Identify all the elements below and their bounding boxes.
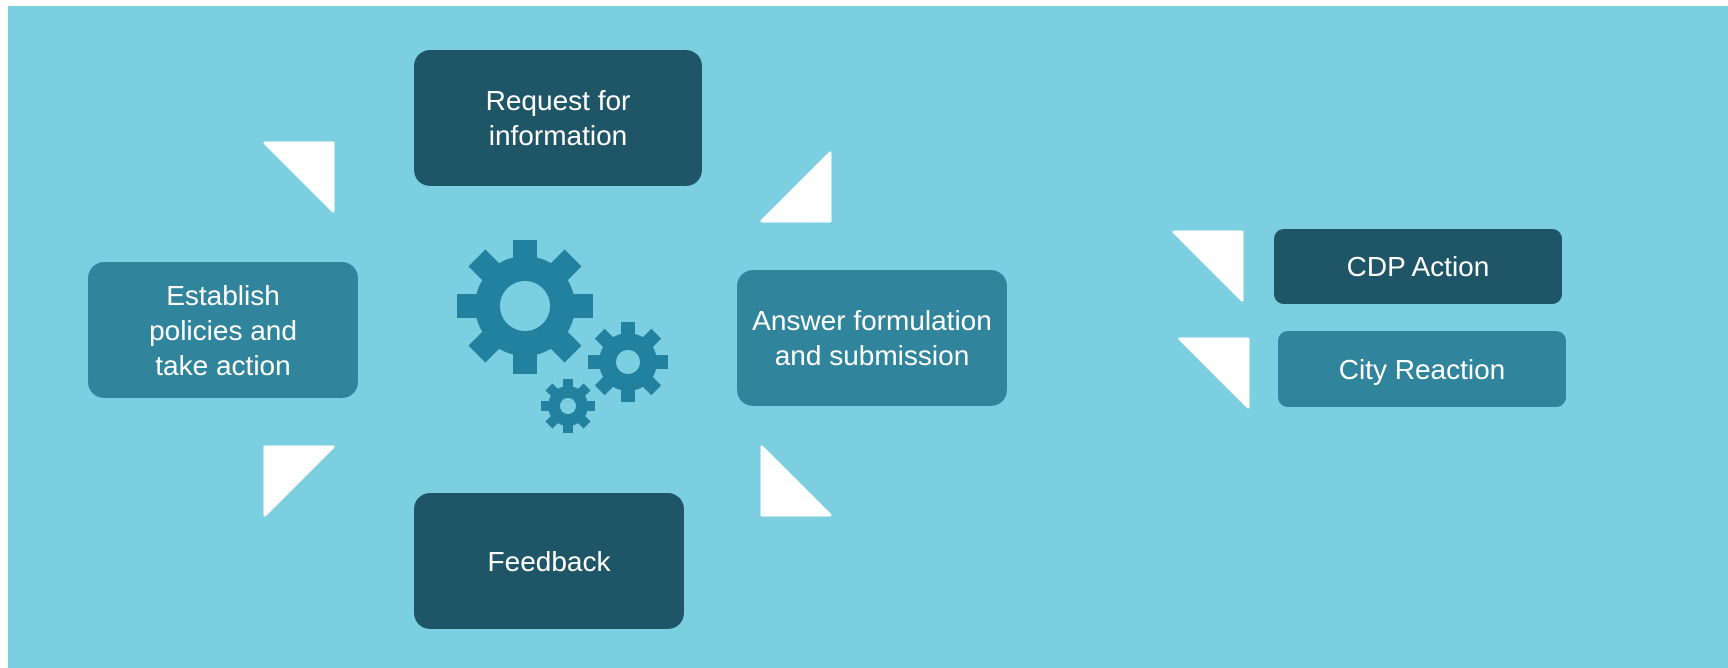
cdp-action-legend-label: CDP Action bbox=[1346, 251, 1490, 282]
answer-formulation-label: Answer formulation and submission bbox=[752, 305, 992, 371]
arrow-bottom-right-icon bbox=[760, 445, 832, 517]
answer-formulation-box: Answer formulation and submission bbox=[737, 270, 1007, 406]
city-reaction-legend-box: City Reaction bbox=[1278, 331, 1566, 407]
diagram-canvas: Request for information Answer formulati… bbox=[8, 6, 1728, 668]
request-for-information-box: Request for information bbox=[414, 50, 702, 186]
arrow-bottom-left-icon bbox=[263, 445, 335, 517]
request-for-information-label: Request for information bbox=[485, 85, 631, 151]
arrow-top-right-icon bbox=[760, 151, 832, 223]
gears-icon bbox=[457, 240, 668, 433]
establish-policies-label: Establish policies and take action bbox=[149, 279, 297, 381]
feedback-label: Feedback bbox=[487, 545, 611, 577]
establish-policies-box: Establish policies and take action bbox=[88, 262, 358, 398]
cdp-action-legend-box: CDP Action bbox=[1274, 229, 1562, 304]
legend-arrow-city-icon bbox=[1178, 337, 1250, 409]
feedback-box: Feedback bbox=[414, 493, 684, 629]
arrow-top-left-icon bbox=[263, 141, 335, 213]
legend-arrow-cdp-icon bbox=[1172, 230, 1244, 302]
city-reaction-legend-label: City Reaction bbox=[1338, 353, 1506, 385]
